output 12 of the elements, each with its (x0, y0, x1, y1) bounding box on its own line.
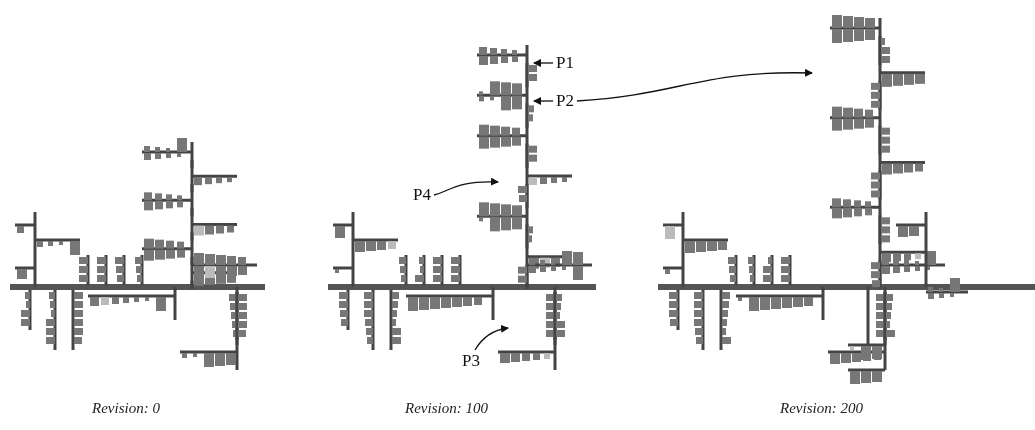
leader-arrow (576, 68, 813, 102)
leader-arrow (533, 59, 554, 67)
revision-caption: Revision: 100 (405, 400, 488, 417)
callout-label: P1 (556, 54, 574, 72)
leader-arrow (474, 325, 509, 351)
callout-label: P3 (462, 352, 480, 370)
revision-caption: Revision: 0 (92, 400, 160, 417)
leader-arrow (533, 97, 554, 105)
revision-caption: Revision: 200 (780, 400, 863, 417)
callout-label: P2 (556, 92, 574, 110)
callout-label: P4 (413, 186, 431, 204)
leader-arrow (433, 177, 499, 196)
